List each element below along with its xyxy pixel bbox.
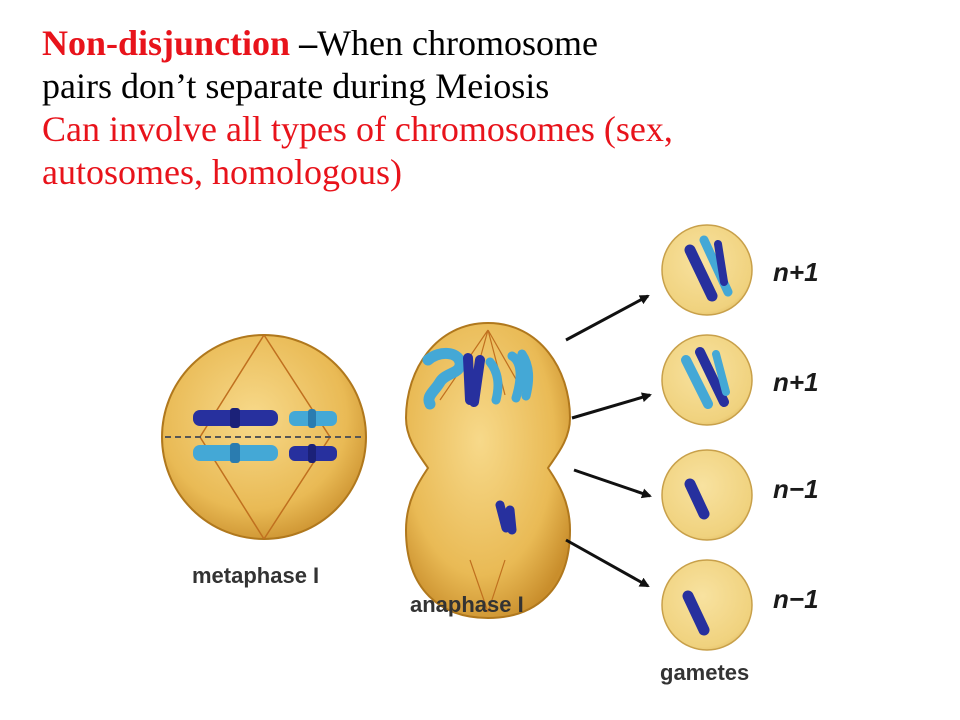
definition-part-1: When chromosome: [317, 23, 598, 63]
gamete-3: [661, 449, 753, 541]
slide-text: Non-disjunction –When chromosome pairs d…: [42, 22, 942, 194]
heading-line-1: Non-disjunction –When chromosome: [42, 22, 942, 65]
heading-line-2: pairs don’t separate during Meiosis: [42, 66, 550, 106]
gamete-1: [661, 224, 753, 316]
anaphase-cell: [404, 321, 572, 620]
label-anaphase: anaphase I: [410, 592, 524, 617]
note-line-1: Can involve all types of chromosomes (se…: [42, 109, 673, 149]
label-gamete-4: n−1: [773, 584, 819, 614]
note-line-2: autosomes, homologous): [42, 152, 402, 192]
gamete-2: [661, 334, 753, 426]
metaphase-cell: [161, 334, 367, 540]
label-gametes: gametes: [660, 660, 749, 685]
label-metaphase: metaphase I: [192, 563, 319, 588]
gamete-4: [661, 559, 753, 651]
label-gamete-1: n+1: [773, 257, 819, 287]
heading-dash: –: [290, 23, 318, 63]
division-arrows: [565, 294, 652, 588]
label-gamete-2: n+1: [773, 367, 819, 397]
label-gamete-3: n−1: [773, 474, 819, 504]
term-non-disjunction: Non-disjunction: [42, 23, 291, 63]
